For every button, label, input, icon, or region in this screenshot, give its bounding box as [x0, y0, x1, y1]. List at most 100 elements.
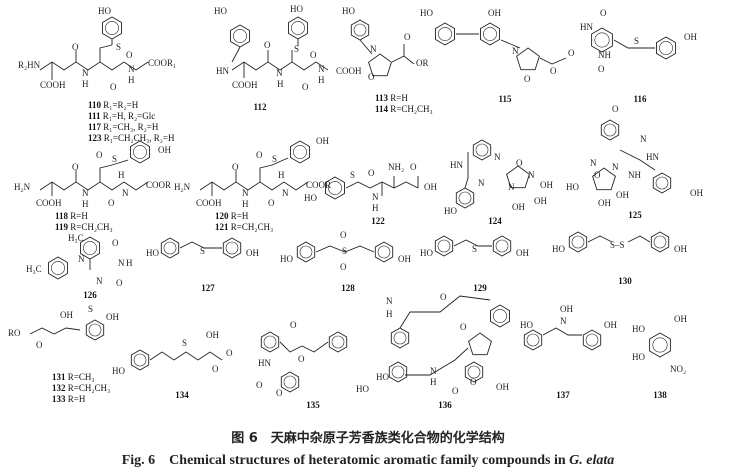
- compound-number: 126: [83, 290, 97, 300]
- bond: [500, 39, 521, 49]
- bond: [259, 164, 273, 182]
- atom-label: HO: [566, 182, 579, 192]
- compound-number: 119: [55, 222, 69, 232]
- atom-label: H: [82, 199, 89, 209]
- compound-label: 129: [473, 283, 487, 293]
- aromatic-circle: [437, 239, 451, 253]
- aromatic-circle: [571, 235, 585, 249]
- benzene-ring: [390, 327, 410, 349]
- atom-label: OH: [598, 198, 611, 208]
- benzene-ring: [435, 22, 455, 46]
- compound-number: 127: [201, 283, 215, 293]
- bond: [359, 39, 373, 55]
- aromatic-circle: [88, 323, 102, 337]
- compound-label: 119 R=CH₂CH₃: [55, 222, 113, 232]
- aromatic-circle: [585, 333, 599, 347]
- atom-label: O: [72, 162, 79, 172]
- atom-label: O: [598, 64, 605, 74]
- benzene-ring: [130, 349, 150, 371]
- substituent-definition: R=H: [388, 93, 408, 103]
- bond: [542, 327, 582, 336]
- bond: [539, 57, 567, 65]
- substituent-definition: R₁=CH₂CH₃, R₂=H: [102, 133, 175, 143]
- atom-label: COOH: [336, 66, 362, 76]
- atom-label: O: [550, 66, 557, 76]
- atom-label: OH: [560, 304, 573, 314]
- compound-number: 123: [88, 133, 102, 143]
- compound-label: 122: [371, 216, 385, 226]
- aromatic-circle: [283, 375, 297, 389]
- bond: [99, 164, 113, 182]
- atom-label: HO: [552, 244, 565, 254]
- benzene-ring: [328, 331, 348, 353]
- compound-number: 132: [52, 383, 66, 393]
- atom-label: OR: [416, 58, 429, 68]
- aromatic-circle: [291, 21, 305, 35]
- compound-label: 130: [618, 276, 632, 286]
- benzene-ring: [48, 256, 68, 280]
- atom-label: O: [276, 388, 283, 398]
- compound-label: 124: [488, 216, 502, 226]
- atom-label: HO: [420, 8, 433, 18]
- aromatic-circle: [225, 241, 239, 255]
- atom-label: NH₂: [388, 162, 404, 172]
- aromatic-circle: [659, 41, 673, 55]
- atom-label: N: [430, 366, 437, 376]
- benzene-ring: [464, 361, 484, 383]
- atom-label: OH: [398, 254, 411, 264]
- bond: [405, 347, 469, 376]
- bond: [391, 55, 415, 65]
- atom-label: N: [508, 182, 515, 192]
- atom-label: N: [370, 44, 377, 54]
- atom-label: HO: [632, 324, 645, 334]
- aromatic-circle: [603, 123, 617, 137]
- atom-label: S: [88, 304, 93, 314]
- atom-label: COOR₁: [148, 58, 176, 68]
- compound-label: 138: [653, 390, 667, 400]
- caption-species: G. elata: [569, 453, 615, 468]
- atom-label: HO: [356, 384, 369, 394]
- aromatic-circle: [475, 143, 489, 157]
- atom-label: HN: [646, 152, 659, 162]
- atom-label: N: [494, 152, 501, 162]
- bond: [627, 235, 651, 243]
- benzene-ring: [591, 27, 613, 53]
- five-membered-ring: [468, 332, 492, 356]
- atom-label: O: [264, 40, 271, 50]
- benzene-ring: [568, 231, 588, 253]
- five-membered-ring: [506, 165, 530, 189]
- aromatic-circle: [163, 241, 177, 255]
- compound-label: 114 R=CH₂CH₃: [375, 104, 433, 114]
- atom-label: HO: [304, 193, 317, 203]
- atom-label: O: [410, 162, 417, 172]
- atom-label: HN: [580, 22, 593, 32]
- aromatic-circle: [391, 365, 405, 379]
- atom-label: S: [342, 246, 347, 256]
- caption-english: Fig. 6 Chemical structures of heteratomi…: [0, 449, 736, 469]
- atom-label: H₂N: [14, 182, 31, 192]
- benzene-ring: [85, 319, 105, 341]
- benzene-ring: [480, 22, 500, 46]
- atom-label: O: [340, 262, 347, 272]
- aromatic-circle: [526, 333, 540, 347]
- atom-label: H: [386, 309, 393, 319]
- aromatic-circle: [233, 29, 247, 43]
- atom-label: S: [634, 36, 639, 46]
- atom-label: N: [560, 316, 567, 326]
- five-membered-ring: [516, 47, 540, 71]
- benzene-ring: [523, 329, 543, 351]
- benzene-ring: [222, 237, 242, 259]
- atom-label: HO: [280, 254, 293, 264]
- atom-label: O: [126, 50, 133, 60]
- atom-label: OH: [158, 145, 171, 155]
- compound-label: 117 R₁=CH₃, R₂=H: [88, 122, 159, 132]
- atom-label: HO: [444, 206, 457, 216]
